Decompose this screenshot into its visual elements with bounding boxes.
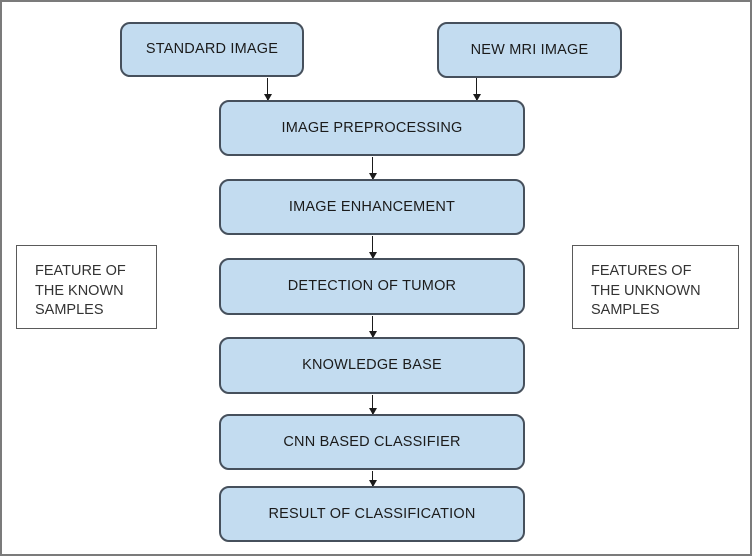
node-new-mri-image[interactable]: NEW MRI IMAGE	[437, 22, 622, 78]
node-cnn-based-classifier[interactable]: CNN BASED CLASSIFIER	[219, 414, 525, 470]
node-standard-image[interactable]: STANDARD IMAGE	[120, 22, 304, 77]
arrow-new-mri-image-to-preprocessing	[472, 78, 481, 101]
arrow-enhancement-to-detection	[368, 236, 377, 259]
node-label: STANDARD IMAGE	[145, 41, 279, 58]
note-features-of-unknown-samples: FEATURES OF THE UNKNOWN SAMPLES	[572, 245, 739, 329]
arrow-knowledge-base-to-classifier	[368, 395, 377, 415]
arrow-preprocessing-to-enhancement	[368, 157, 377, 180]
arrow-classifier-to-result	[368, 471, 377, 487]
arrow-standard-image-to-preprocessing	[263, 78, 272, 101]
node-label: IMAGE PREPROCESSING	[281, 119, 463, 136]
node-label: NEW MRI IMAGE	[470, 41, 589, 58]
node-label: RESULT OF CLASSIFICATION	[268, 505, 476, 522]
node-knowledge-base[interactable]: KNOWLEDGE BASE	[219, 337, 525, 394]
node-detection-of-tumor[interactable]: DETECTION OF TUMOR	[219, 258, 525, 315]
node-result-of-classification[interactable]: RESULT OF CLASSIFICATION	[219, 486, 525, 542]
node-label: KNOWLEDGE BASE	[302, 357, 442, 374]
node-label: IMAGE ENHANCEMENT	[288, 198, 456, 215]
arrow-detection-to-knowledge-base	[368, 316, 377, 338]
node-label: DETECTION OF TUMOR	[287, 278, 457, 295]
node-image-preprocessing[interactable]: IMAGE PREPROCESSING	[219, 100, 525, 156]
node-label: CNN BASED CLASSIFIER	[283, 433, 461, 450]
note-feature-of-known-samples: FEATURE OF THE KNOWN SAMPLES	[16, 245, 157, 329]
node-image-enhancement[interactable]: IMAGE ENHANCEMENT	[219, 179, 525, 235]
